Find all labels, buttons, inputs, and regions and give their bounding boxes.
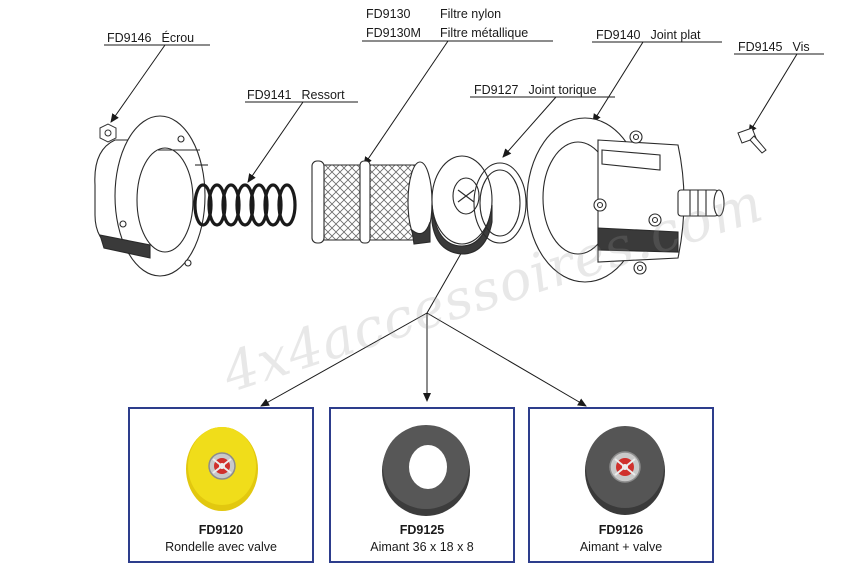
panel-code: FD9120 <box>198 523 244 537</box>
part-name: Ressort <box>301 88 345 102</box>
ring-magnet-image <box>382 425 470 516</box>
filter-part <box>311 160 433 245</box>
part-code: FD9140 <box>596 28 641 42</box>
callout-fd9127: FD9127 Joint torique <box>474 83 597 97</box>
part-code: FD9141 <box>247 88 292 102</box>
leader-arrows <box>110 40 798 407</box>
yellow-washer-valve-image <box>186 427 258 511</box>
part-name: Vis <box>792 40 810 54</box>
panel-fd9125: FD9125 Aimant 36 x 18 x 8 <box>329 407 515 563</box>
callout-fd9141: FD9141 Ressort <box>247 88 345 102</box>
screw-part <box>737 127 767 154</box>
part-code: FD9146 <box>107 31 152 45</box>
panel-fd9126: FD9126 Aimant + valve <box>528 407 714 563</box>
callout-fd9145: FD9145 Vis <box>738 40 810 54</box>
part-name: Joint torique <box>528 83 597 97</box>
panel-fd9120: FD9120 Rondelle avec valve <box>128 407 314 563</box>
o-ring-part <box>473 162 527 244</box>
panel-desc: Aimant 36 x 18 x 8 <box>370 540 474 554</box>
nut-part <box>99 123 117 143</box>
magnet-valve-image <box>585 426 665 515</box>
panel-code: FD9126 <box>598 523 644 537</box>
label-underlines <box>104 40 824 103</box>
callout-fd9130m: FD9130M Filtre métallique <box>366 26 528 40</box>
part-name: Filtre métallique <box>440 26 529 40</box>
part-name: Filtre nylon <box>440 7 502 21</box>
panel-code: FD9125 <box>399 523 445 537</box>
right-housing-part <box>526 117 725 283</box>
part-code: FD9130 <box>366 7 411 21</box>
callout-fd9146: FD9146 Écrou <box>107 31 194 45</box>
part-code: FD9145 <box>738 40 783 54</box>
part-code: FD9130M <box>366 26 421 40</box>
part-name: Écrou <box>161 31 195 45</box>
callout-fd9130: FD9130 Filtre nylon <box>366 7 501 21</box>
panel-desc: Aimant + valve <box>579 540 663 554</box>
panel-desc: Rondelle avec valve <box>165 540 277 554</box>
spring-part <box>193 183 297 227</box>
part-name: Joint plat <box>650 28 701 42</box>
callout-fd9140: FD9140 Joint plat <box>596 28 701 42</box>
magnet-disc-part <box>431 155 493 255</box>
left-housing-part <box>94 115 208 277</box>
part-code: FD9127 <box>474 83 519 97</box>
